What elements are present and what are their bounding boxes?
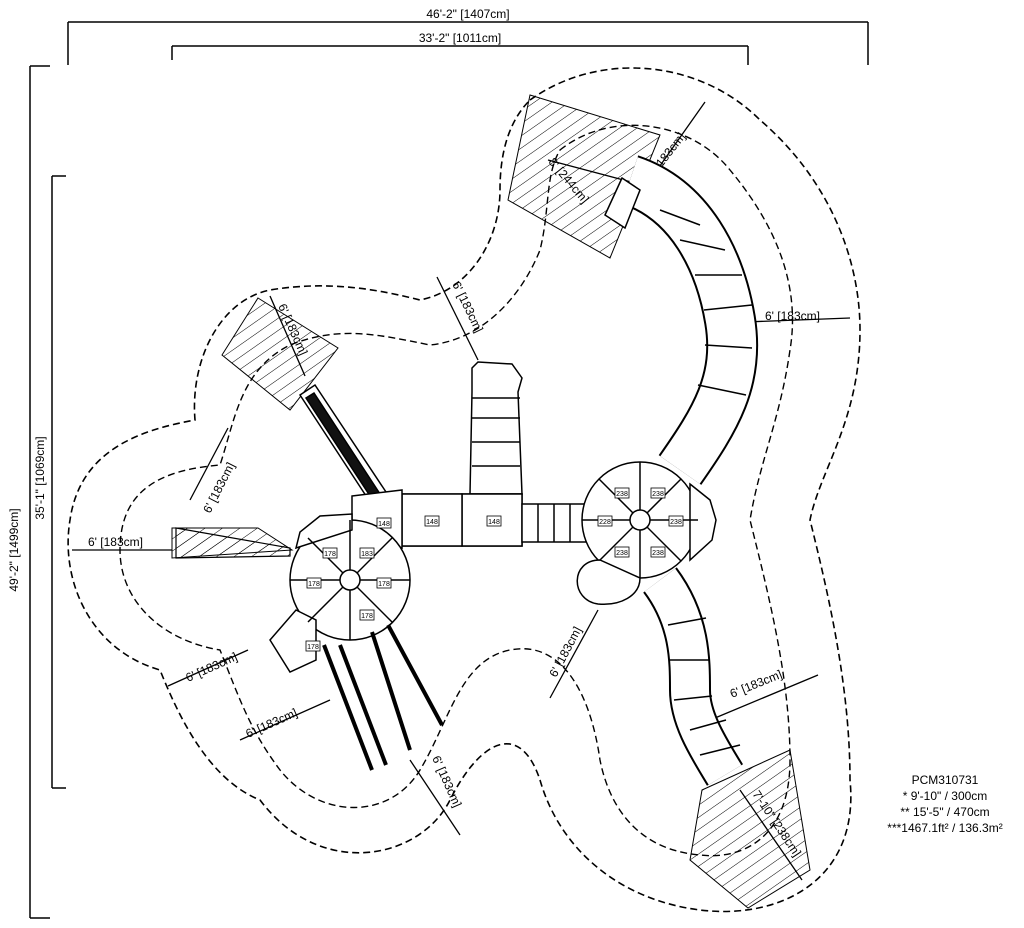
svg-text:178: 178 (361, 613, 373, 620)
drawing-notes: PCM310731 * 9'-10" / 300cm ** 15'-5" / 4… (870, 772, 1020, 836)
svg-text:238: 238 (652, 550, 664, 557)
clearance-label-10: 6' [183cm] (429, 754, 464, 810)
svg-text:178: 178 (378, 581, 390, 588)
clearance-label-6: 6' [183cm] (200, 460, 237, 515)
clearance-label-4: 6' [183cm] (449, 279, 486, 335)
straight-slide (298, 383, 390, 507)
note-line-2: ** 15'-5" / 470cm (900, 805, 990, 819)
svg-text:178: 178 (324, 551, 336, 558)
climbing-wall (469, 361, 523, 495)
right-tower-deck-heights: 238 238 228 238 238 238 (597, 487, 684, 558)
note-line-1: * 9'-10" / 300cm (902, 789, 988, 803)
svg-text:178: 178 (308, 581, 320, 588)
tube-slide (604, 155, 759, 485)
clearance-label-12: 6' [183cm] (728, 667, 784, 701)
model-number: PCM310731 (911, 773, 979, 787)
svg-text:238: 238 (616, 550, 628, 557)
lower-slide (642, 567, 744, 786)
dimension-structure-depth (51, 175, 66, 789)
svg-text:183: 183 (361, 551, 373, 558)
note-line-3: ***1467.1ft² / 136.3m² (887, 821, 1003, 835)
overall-depth-label: 49'-2" [1499cm] (7, 508, 21, 591)
svg-text:228: 228 (599, 519, 611, 526)
svg-text:238: 238 (616, 491, 628, 498)
svg-text:148: 148 (488, 519, 500, 526)
slide-exit-zone-bottom (689, 749, 811, 909)
structure-depth-label: 35'-1" [1069cm] (33, 436, 47, 519)
clearance-label-7: 6' [183cm] (88, 535, 143, 549)
svg-text:238: 238 (652, 491, 664, 498)
slide-exit-zone-left (221, 297, 339, 411)
rope-climber (175, 527, 291, 559)
bridge-deck-heights: 148 148 148 (376, 515, 502, 529)
bridge-decks (401, 493, 587, 547)
left-tower-deck-heights: 178 183 178 178 178 178 (305, 547, 392, 652)
use-zone-outer-boundary (67, 67, 861, 913)
svg-text:238: 238 (670, 519, 682, 526)
clearance-label-3: 6' [183cm] (765, 309, 820, 323)
dimension-overall-width (67, 21, 869, 65)
svg-text:148: 148 (378, 521, 390, 528)
left-tower-poles (322, 624, 444, 771)
right-tower (576, 461, 717, 605)
structure-width-label: 33'-2" [1011cm] (419, 31, 501, 45)
clearance-label-9: 6' [183cm] (244, 706, 300, 741)
dimension-structure-width (171, 45, 749, 65)
overall-width-label: 46'-2" [1407cm] (426, 7, 509, 21)
dimension-overall-depth (29, 65, 50, 919)
svg-text:178: 178 (307, 644, 319, 651)
svg-text:148: 148 (426, 519, 438, 526)
